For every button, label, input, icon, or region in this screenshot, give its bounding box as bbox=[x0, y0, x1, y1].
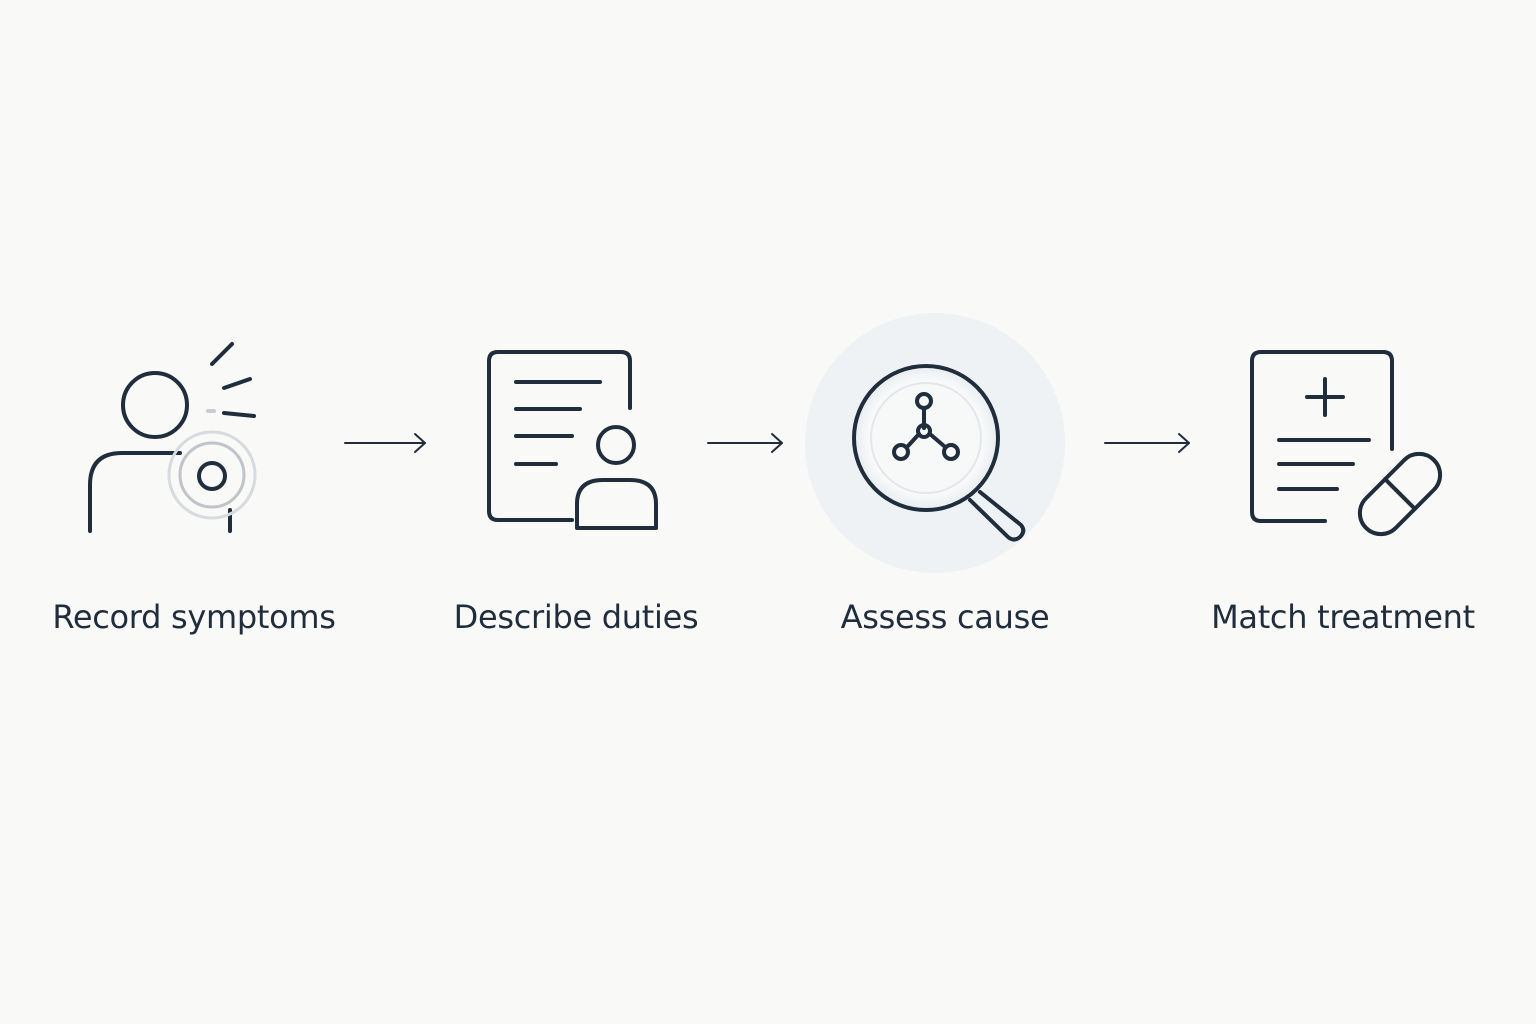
arrow-right-icon bbox=[343, 430, 429, 456]
step-label-match-treatment: Match treatment bbox=[1211, 598, 1475, 636]
prescription-pill-icon bbox=[1245, 344, 1457, 546]
document-person-icon bbox=[482, 344, 666, 536]
person-pain-icon bbox=[80, 335, 270, 540]
arrow-right-icon bbox=[706, 430, 786, 456]
step-label-describe-duties: Describe duties bbox=[453, 598, 699, 636]
magnifier-network-icon bbox=[804, 312, 1066, 574]
arrow-right-icon bbox=[1103, 430, 1193, 456]
step-label-assess-cause: Assess cause bbox=[840, 598, 1050, 636]
step-label-record-symptoms: Record symptoms bbox=[52, 598, 336, 636]
